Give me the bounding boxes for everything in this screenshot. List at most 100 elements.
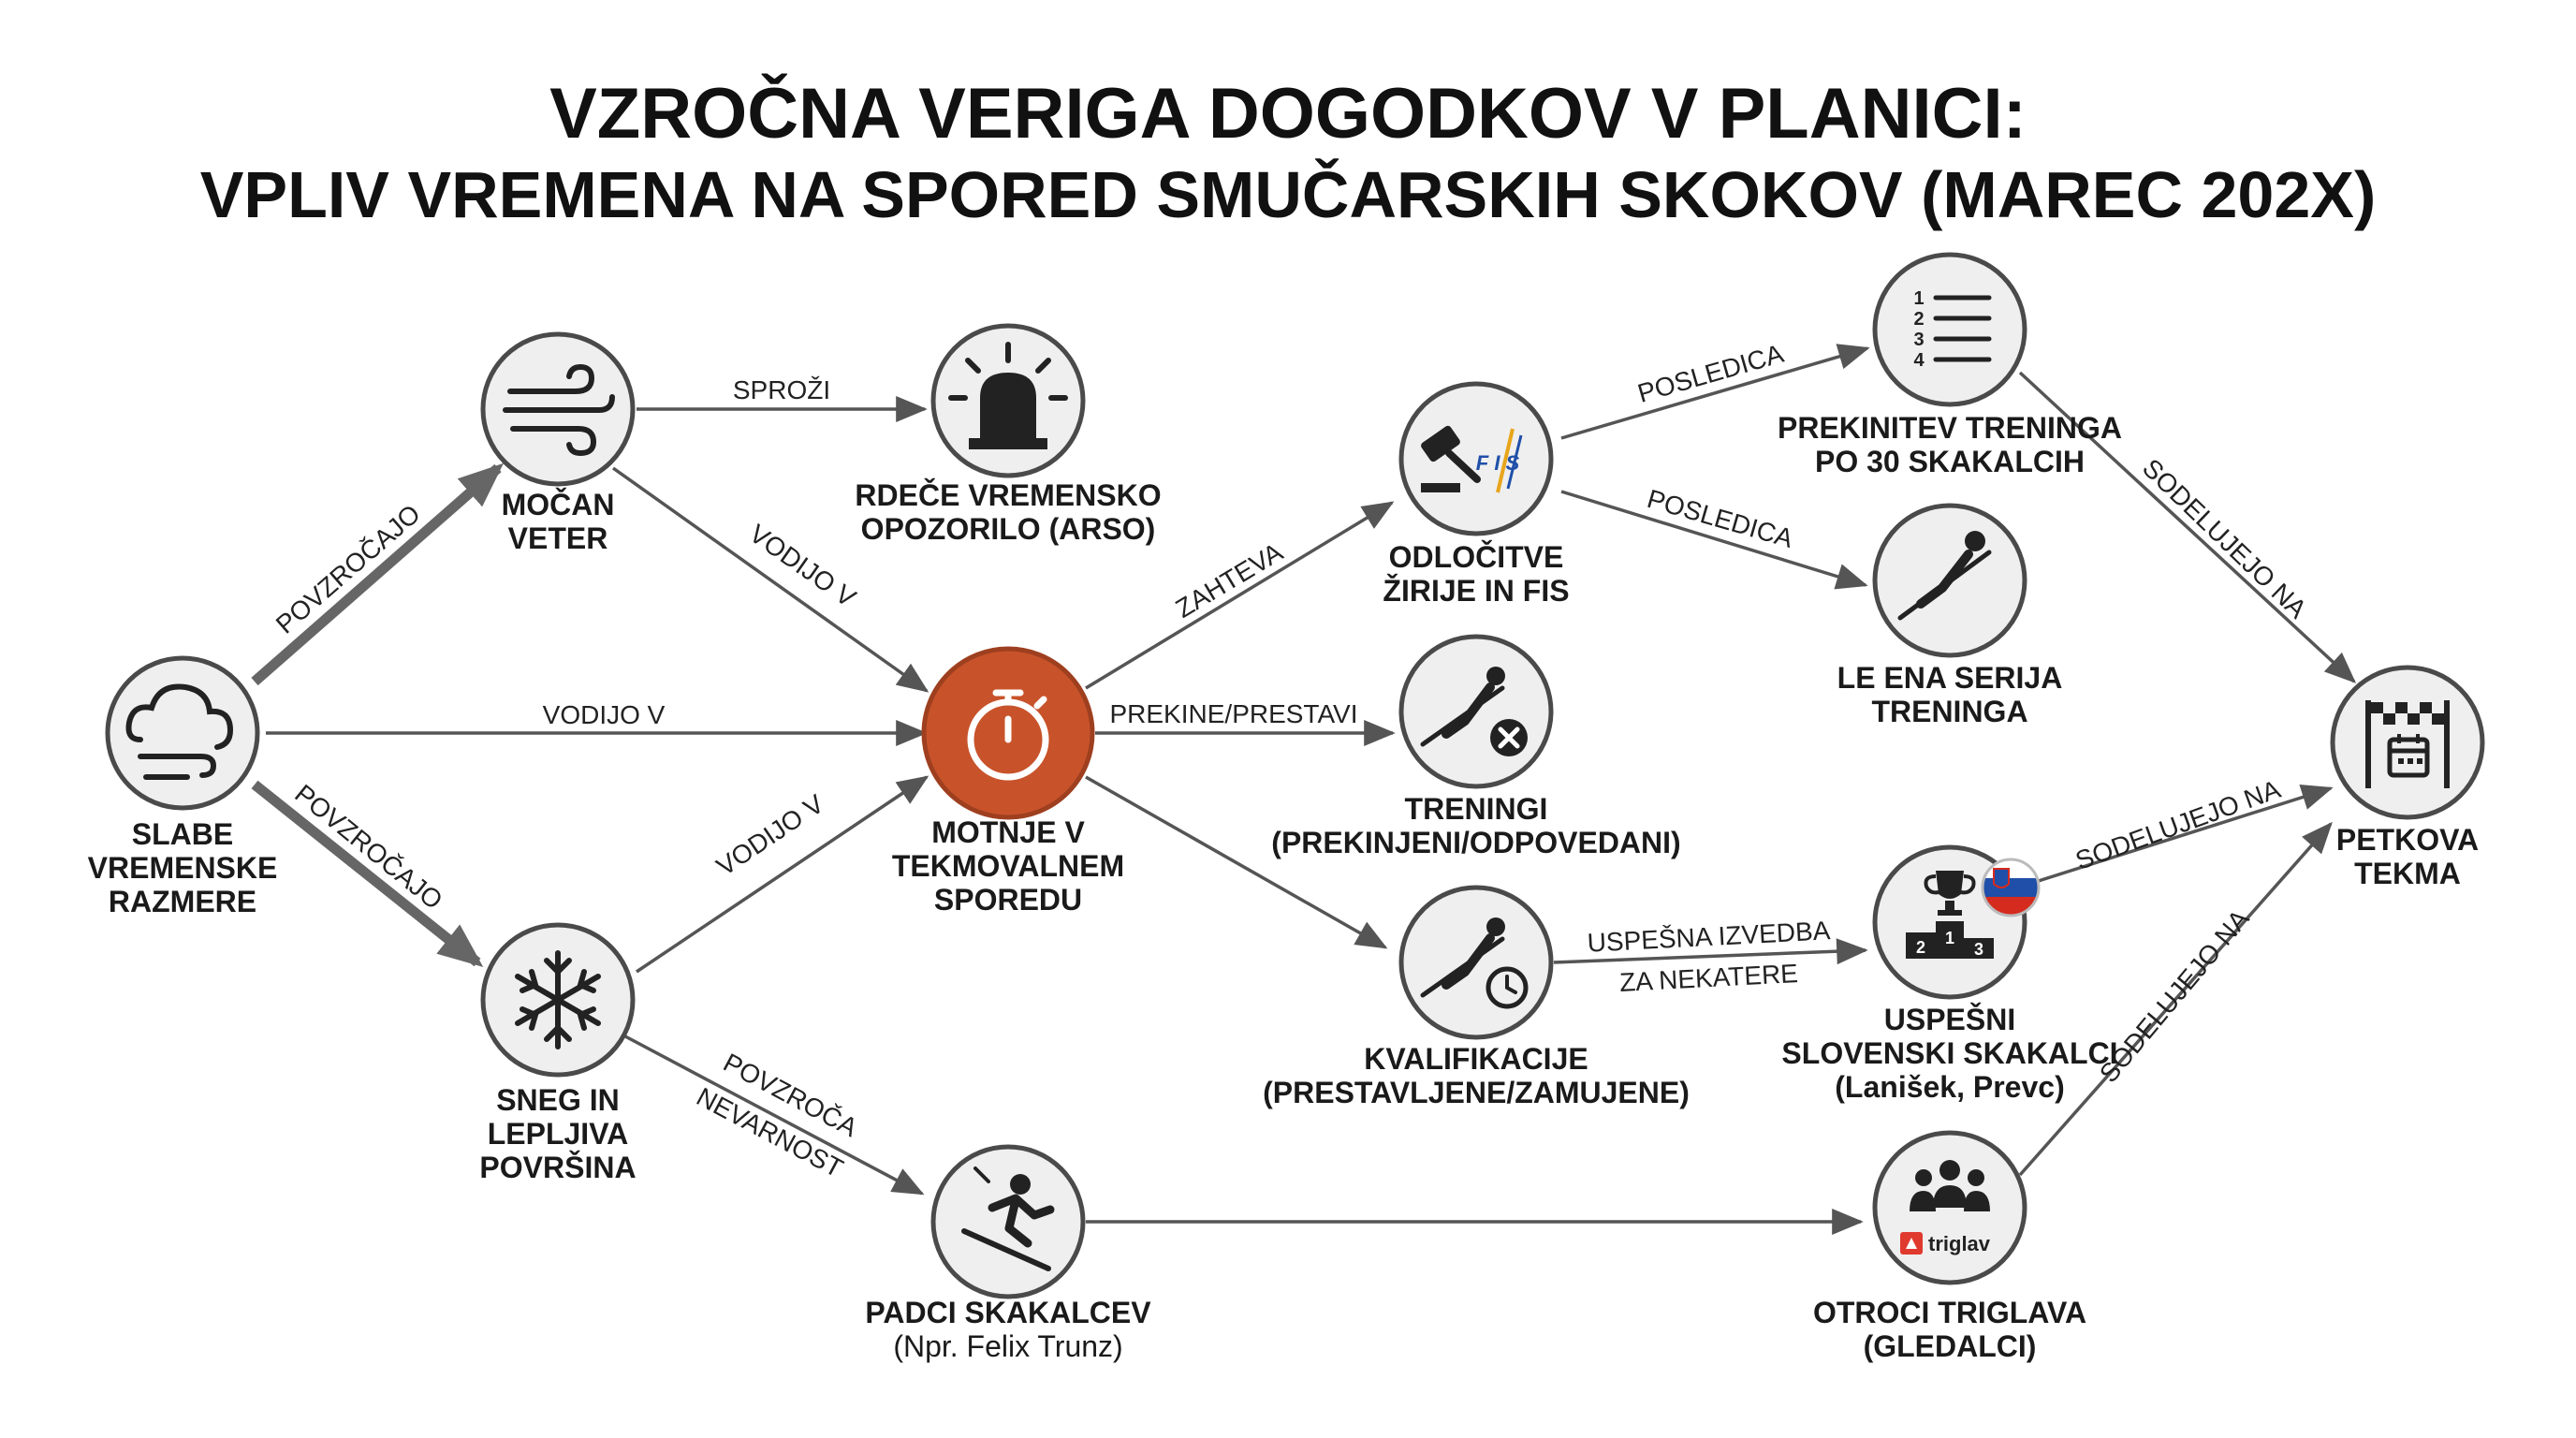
edge-wind-disruption [611,466,929,693]
node-one-series-label-1: LE ENA SERIJA [1837,661,2063,695]
skier-icon [961,1167,1055,1271]
diagram-title-line1: VZROČNA VERIGA DOGODKOV V PLANICI: [549,74,2027,154]
ski-jumper-icon [1897,531,1992,621]
node-disruption-label-1: MOTNJE V [931,815,1085,849]
node-falls: PADCI SKAKALCEV (Npr. Felix Trunz) [865,1144,1151,1363]
node-snow: SNEG IN LEPLJIVA POVRŠINA [479,922,637,1184]
edge-interruption-friday [2018,371,2357,683]
node-kids: triglav OTROCI TRIGLAVA (GLEDALCI) [1813,1130,2086,1363]
node-jury: F I S ODLOČITVE ŽIRIJE IN FIS [1383,381,1570,608]
edge-label-disruption-trainings: PREKINE/PRESTAVI [1109,699,1357,728]
diagram-title-line2: VPLIV VREMENA NA SPORED SMUČARSKIH SKOKO… [199,158,2377,231]
node-snow-label-1: SNEG IN [496,1083,620,1117]
node-wind-label-1: MOČAN [502,488,615,521]
node-alarm-label-1: RDEČE VREMENSKO [855,478,1161,512]
slovenia-flag-icon [1981,858,2041,917]
edges [251,344,2357,1235]
podium-first: 1 [1945,929,1954,947]
edge-label-qual-slovenians-1: USPEŠNA IZVEDBA [1587,916,1831,958]
node-friday-label-2: TEKMA [2354,857,2461,890]
node-interruption: 1 2 3 4 PREKINITEV TRENINGA PO 30 SKAKAL… [1778,252,2122,478]
edge-slovenians-friday [2026,784,2334,887]
node-slovenians-label-2: SLOVENSKI SKAKALCI [1781,1036,2117,1070]
node-weather-label-3: RAZMERE [109,885,256,918]
edge-label-qual-slovenians-2: ZA NEKATERE [1618,959,1798,997]
node-interruption-circle [1872,252,2027,407]
list-number-3: 3 [1913,330,1924,350]
node-friday-circle [2330,665,2485,820]
node-interruption-label-2: PO 30 SKAKALCIH [1815,445,2085,478]
gavel-fis-icon: F I S [1421,425,1523,493]
node-jury-label-1: ODLOČITVE [1389,540,1564,574]
node-alarm: RDEČE VREMENSKO OPOZORILO (ARSO) [855,323,1162,546]
podium-second: 2 [1916,938,1925,957]
edge-snow-falls [624,1034,925,1196]
node-qualifications: KVALIFIKACIJE (PRESTAVLJENE/ZAMUJENE) [1263,885,1690,1109]
podium-trophy-icon: 1 2 3 [1906,871,1994,959]
edge-label-weather-disruption: VODIJO V [543,700,666,729]
node-snow-label-3: POVRŠINA [479,1151,636,1184]
edge-label-wind-disruption: VODIJO V [744,519,861,613]
wind-icon [503,363,615,457]
edge-label-weather-snow: POVZROČAJO [289,779,447,916]
node-friday: PETKOVA TEKMA [2330,665,2485,890]
list-number-2: 2 [1913,309,1924,330]
node-wind-label-2: VETER [508,521,608,555]
node-jury-circle [1398,381,1554,536]
node-disruption-label-3: SPOREDU [934,883,1082,917]
edge-kids-friday [2018,821,2333,1177]
stopwatch-icon [967,689,1049,781]
node-kids-label-2: (GLEDALCI) [1864,1329,2037,1363]
list-number-1: 1 [1913,288,1924,309]
node-snow-label-2: LEPLJIVA [488,1117,629,1151]
node-qualifications-label-1: KVALIFIKACIJE [1364,1042,1588,1076]
cloud-wind-icon [125,683,234,780]
edge-label-disruption-jury: ZAHTEVA [1171,537,1288,624]
siren-icon [948,342,1068,449]
edge-weather-snow [251,780,484,967]
node-weather: SLABE VREMENSKE RAZMERE [88,655,277,918]
node-trainings-label-1: TRENINGI [1405,792,1548,826]
node-qualifications-label-2: (PRESTAVLJENE/ZAMUJENE) [1263,1076,1690,1109]
edge-label-snow-disruption: VODIJO V [711,789,829,882]
node-wind: MOČAN VETER [480,331,636,555]
edge-snow-disruption [636,775,929,974]
node-friday-label-1: PETKOVA [2336,823,2479,857]
node-disruption-label-2: TEKMOVALNEM [892,849,1124,883]
edge-label-weather-wind: POVZROČAJO [271,499,426,639]
edge-label-wind-alarm: SPROŽI [733,375,830,404]
node-kids-label-1: OTROCI TRIGLAVA [1813,1296,2086,1329]
edge-disruption-jury [1085,501,1395,690]
podium-third: 3 [1974,940,1983,959]
triglav-logo-text: triglav [1928,1232,1991,1255]
ski-jumper-clock-icon [1420,917,1529,1009]
node-trainings-label-2: (PREKINJENI/ODPOVEDANI) [1271,826,1680,859]
node-slovenians: 1 2 3 USPEŠNI SLOVENSKI SKAKALCI (Laniše… [1781,844,2118,1104]
node-slovenians-label-3: (Lanišek, Prevc) [1835,1070,2064,1104]
crowd-icon [1910,1160,1990,1211]
node-one-series-label-2: TRENINGA [1871,695,2027,728]
node-falls-label-2: (Npr. Felix Trunz) [893,1329,1122,1363]
edge-label-interruption-friday: SODELUJEJO NA [2137,453,2312,624]
snowflake-icon [515,950,601,1049]
node-alarm-label-2: OPOZORILO (ARSO) [861,512,1156,546]
node-slovenians-label-1: USPEŠNI [1884,1003,2015,1036]
numbered-list-icon: 1 2 3 4 [1913,288,1992,371]
node-trainings: TRENINGI (PREKINJENI/ODPOVEDANI) [1271,634,1681,859]
list-number-4: 4 [1913,350,1925,371]
node-one-series: LE ENA SERIJA TRENINGA [1837,503,2063,728]
edge-qualifications-slovenians [1553,938,1868,965]
edge-label-kids-friday: SODELUJEJO NA [2094,903,2255,1088]
node-weather-circle [105,655,260,811]
finish-calendar-icon [2365,700,2450,788]
edge-label-slovenians-friday: SODELUJEJO NA [2071,774,2284,875]
node-disruption: MOTNJE V TEKMOVALNEM SPOREDU [892,646,1124,917]
edge-weather-wind [251,462,505,686]
triglav-logo: triglav [1900,1232,1991,1255]
node-weather-label-1: SLABE [132,817,233,851]
edge-jury-oneseries [1560,490,1868,590]
edge-disruption-qualifications [1085,775,1388,949]
node-interruption-label-1: PREKINITEV TRENINGA [1778,411,2122,445]
edge-jury-interruption [1560,344,1870,440]
